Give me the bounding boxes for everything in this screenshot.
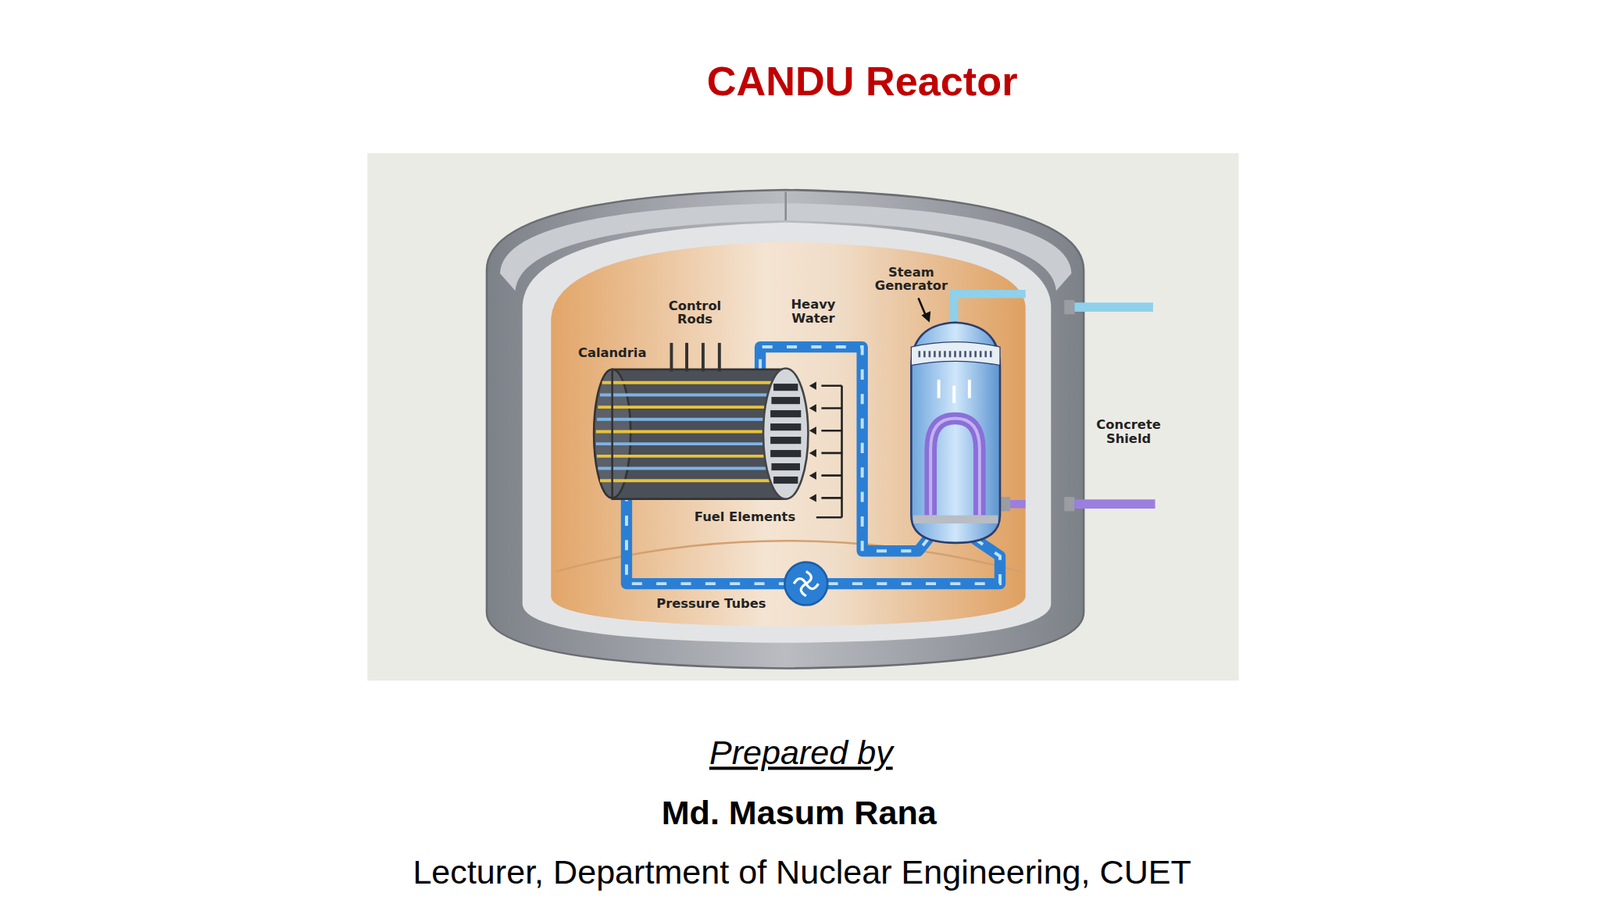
leader-line	[821, 385, 842, 499]
control-rod	[701, 342, 705, 372]
part-label: Concrete Shield	[1086, 417, 1171, 445]
part-label: Steam Generator	[865, 264, 958, 292]
inner-wall	[522, 222, 1052, 643]
image-background	[367, 153, 1239, 681]
channel-end	[773, 476, 798, 484]
fuel-channel	[596, 454, 786, 458]
steam-flow	[939, 379, 970, 404]
calandria-face	[763, 368, 808, 500]
u-tube-highlight	[930, 418, 980, 516]
steam-pipe	[1074, 302, 1154, 312]
steam-separator	[910, 342, 1000, 366]
feedwater-pipe	[1074, 499, 1155, 509]
fuel-channel	[596, 417, 786, 422]
control-rod	[685, 342, 689, 372]
fuel-channel	[602, 381, 786, 385]
control-rod	[669, 342, 673, 372]
fuel-channel	[600, 393, 786, 397]
control-rods	[671, 342, 719, 372]
leader-line	[816, 516, 843, 519]
pipe-flange	[1000, 496, 1011, 511]
separator-vanes	[918, 350, 993, 358]
fuel-leader	[809, 381, 843, 518]
channel-end	[773, 383, 798, 391]
channel-end	[770, 436, 801, 444]
steam-generator	[910, 322, 1000, 543]
pump	[784, 562, 828, 606]
fuel-channel	[596, 442, 786, 446]
fuel-channel	[600, 478, 786, 483]
channel-end	[770, 450, 801, 458]
arrow-head	[809, 381, 817, 502]
pipe-flange	[1064, 300, 1075, 315]
author-caption: Prepared by	[494, 735, 1108, 771]
part-label: Heavy Water	[781, 297, 845, 325]
arrow-head	[921, 310, 931, 322]
pipe-flange	[1064, 496, 1075, 511]
part-label: Fuel Elements	[663, 510, 827, 525]
dome-seam	[784, 192, 787, 222]
tube-sheet	[913, 515, 998, 524]
containment-interior	[550, 242, 1025, 627]
channel-ends	[770, 383, 801, 484]
part-label: Calandria	[556, 346, 669, 360]
concrete-shield	[486, 189, 1084, 669]
channel-end	[770, 423, 801, 431]
channel-end	[771, 463, 800, 471]
calandria-outline	[612, 369, 786, 500]
steam-pipe	[953, 293, 1025, 325]
control-rod	[717, 342, 722, 372]
fuel-channel	[597, 467, 786, 471]
author-affiliation: Lecturer, Department of Nuclear Engineer…	[240, 854, 1364, 890]
fuel-channel	[596, 430, 786, 434]
fuel-channel	[597, 405, 786, 409]
part-label: Control Rods	[660, 299, 730, 326]
pump-impeller	[793, 571, 818, 596]
u-tube	[930, 418, 980, 516]
author-name: Md. Masum Rana	[442, 795, 1157, 831]
channel-end	[771, 396, 800, 404]
part-label: Pressure Tubes	[624, 597, 798, 611]
fuel-channels	[596, 382, 786, 481]
channel-end	[770, 410, 801, 418]
slide-title: CANDU Reactor	[505, 60, 1220, 104]
